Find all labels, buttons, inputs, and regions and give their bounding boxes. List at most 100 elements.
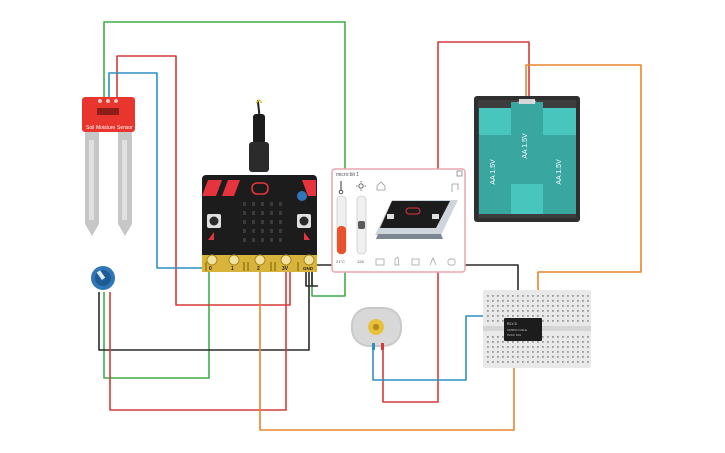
breadboard-hole[interactable] — [517, 341, 519, 343]
breadboard-hole[interactable] — [567, 310, 569, 312]
breadboard-hole[interactable] — [532, 346, 534, 348]
breadboard-hole[interactable] — [542, 336, 544, 338]
breadboard-hole[interactable] — [517, 315, 519, 317]
breadboard-hole[interactable] — [587, 295, 589, 297]
breadboard-hole[interactable] — [512, 315, 514, 317]
breadboard-hole[interactable] — [527, 356, 529, 358]
breadboard-hole[interactable] — [537, 341, 539, 343]
breadboard-hole[interactable] — [492, 315, 494, 317]
breadboard-hole[interactable] — [517, 305, 519, 307]
breadboard-hole[interactable] — [587, 305, 589, 307]
breadboard-hole[interactable] — [517, 356, 519, 358]
breadboard-hole[interactable] — [572, 341, 574, 343]
breadboard-hole[interactable] — [577, 315, 579, 317]
breadboard-hole[interactable] — [547, 300, 549, 302]
relay-module[interactable]: RLY-5 OMRON G5LE 5VDC 10A — [504, 318, 542, 341]
breadboard-hole[interactable] — [532, 356, 534, 358]
breadboard-hole[interactable] — [587, 320, 589, 322]
breadboard-hole[interactable] — [527, 361, 529, 363]
breadboard-hole[interactable] — [537, 361, 539, 363]
breadboard-hole[interactable] — [487, 356, 489, 358]
breadboard-hole[interactable] — [487, 351, 489, 353]
dc-motor[interactable] — [351, 307, 402, 350]
breadboard-hole[interactable] — [502, 336, 504, 338]
breadboard-hole[interactable] — [547, 356, 549, 358]
breadboard-hole[interactable] — [587, 315, 589, 317]
breadboard-hole[interactable] — [572, 300, 574, 302]
toolbar-wave-icon[interactable] — [375, 258, 385, 266]
logo-touch[interactable] — [297, 191, 307, 201]
breadboard-hole[interactable] — [527, 351, 529, 353]
breadboard-hole[interactable] — [577, 305, 579, 307]
breadboard-hole[interactable] — [492, 351, 494, 353]
breadboard-hole[interactable] — [567, 361, 569, 363]
microbit-sim-panel[interactable]: micro:bit 1 21°C 128 — [331, 168, 466, 273]
breadboard-hole[interactable] — [587, 351, 589, 353]
breadboard-hole[interactable] — [527, 310, 529, 312]
breadboard-hole[interactable] — [537, 351, 539, 353]
breadboard-hole[interactable] — [577, 320, 579, 322]
breadboard-hole[interactable] — [557, 346, 559, 348]
breadboard-hole[interactable] — [562, 346, 564, 348]
breadboard-hole[interactable] — [557, 300, 559, 302]
breadboard-hole[interactable] — [587, 356, 589, 358]
breadboard-hole[interactable] — [582, 361, 584, 363]
breadboard-hole[interactable] — [502, 361, 504, 363]
breadboard-hole[interactable] — [502, 300, 504, 302]
breadboard-hole[interactable] — [572, 310, 574, 312]
breadboard-hole[interactable] — [567, 300, 569, 302]
breadboard-hole[interactable] — [537, 295, 539, 297]
breadboard-hole[interactable] — [507, 361, 509, 363]
breadboard-hole[interactable] — [542, 295, 544, 297]
breadboard-hole[interactable] — [497, 320, 499, 322]
breadboard-hole[interactable] — [512, 351, 514, 353]
breadboard-hole[interactable] — [542, 320, 544, 322]
breadboard-hole[interactable] — [492, 336, 494, 338]
breadboard-hole[interactable] — [547, 361, 549, 363]
breadboard-hole[interactable] — [547, 315, 549, 317]
breadboard-hole[interactable] — [512, 341, 514, 343]
breadboard-hole[interactable] — [562, 341, 564, 343]
breadboard-hole[interactable] — [512, 305, 514, 307]
breadboard-hole[interactable] — [497, 351, 499, 353]
toolbar-touch-icon[interactable] — [411, 258, 420, 266]
breadboard-hole[interactable] — [552, 315, 554, 317]
pin-2[interactable] — [254, 254, 266, 266]
breadboard-hole[interactable] — [532, 305, 534, 307]
breadboard-hole[interactable] — [537, 315, 539, 317]
breadboard-hole[interactable] — [502, 320, 504, 322]
breadboard-hole[interactable] — [547, 346, 549, 348]
breadboard-hole[interactable] — [527, 295, 529, 297]
wire-blue-motor-relay[interactable] — [372, 315, 506, 381]
breadboard-hole[interactable] — [502, 305, 504, 307]
pin-gnd[interactable] — [303, 254, 315, 266]
breadboard-hole[interactable] — [587, 341, 589, 343]
breadboard-hole[interactable] — [542, 310, 544, 312]
breadboard-hole[interactable] — [577, 356, 579, 358]
breadboard-hole[interactable] — [572, 351, 574, 353]
breadboard-hole[interactable] — [502, 346, 504, 348]
breadboard-hole[interactable] — [587, 310, 589, 312]
breadboard-hole[interactable] — [532, 351, 534, 353]
breadboard-hole[interactable] — [582, 305, 584, 307]
breadboard-hole[interactable] — [497, 315, 499, 317]
pin-3v[interactable] — [280, 254, 292, 266]
breadboard-hole[interactable] — [567, 295, 569, 297]
breadboard-hole[interactable] — [492, 361, 494, 363]
breadboard-hole[interactable] — [577, 300, 579, 302]
breadboard-hole[interactable] — [572, 361, 574, 363]
breadboard-hole[interactable] — [552, 361, 554, 363]
breadboard-hole[interactable] — [552, 341, 554, 343]
breadboard-hole[interactable] — [582, 341, 584, 343]
breadboard-hole[interactable] — [497, 341, 499, 343]
breadboard-hole[interactable] — [517, 300, 519, 302]
breadboard-hole[interactable] — [497, 356, 499, 358]
breadboard-hole[interactable] — [567, 305, 569, 307]
breadboard-hole[interactable] — [497, 346, 499, 348]
breadboard-hole[interactable] — [527, 341, 529, 343]
breadboard-hole[interactable] — [567, 351, 569, 353]
breadboard-hole[interactable] — [557, 310, 559, 312]
breadboard-hole[interactable] — [507, 305, 509, 307]
breadboard-hole[interactable] — [502, 315, 504, 317]
breadboard-hole[interactable] — [522, 295, 524, 297]
